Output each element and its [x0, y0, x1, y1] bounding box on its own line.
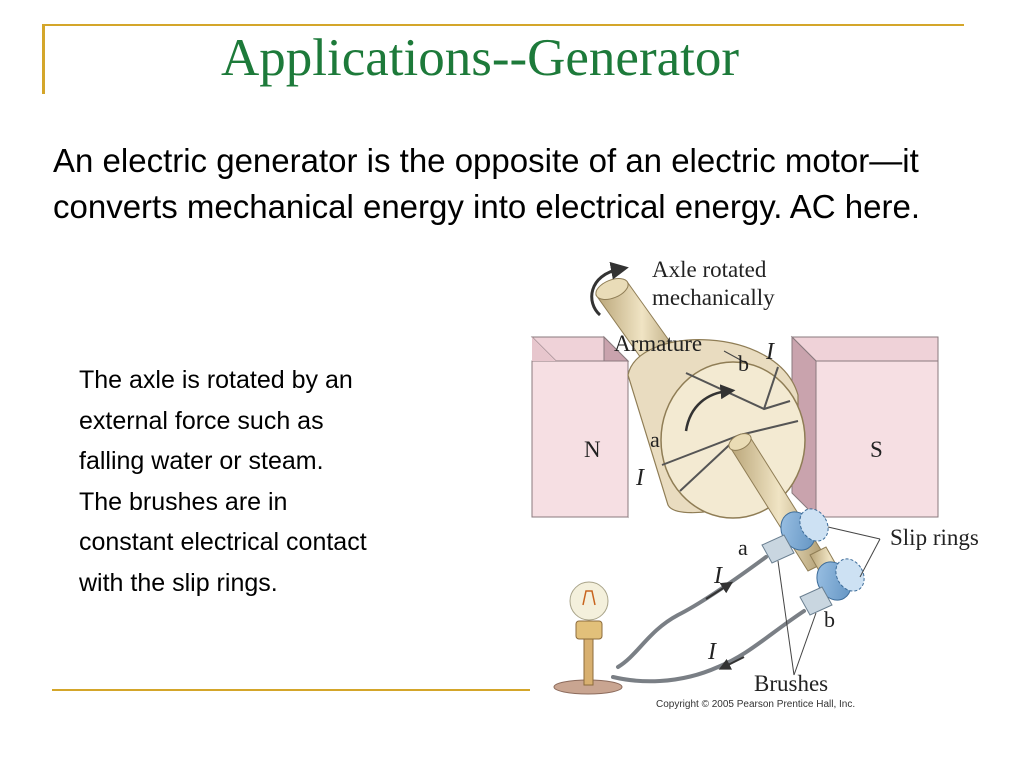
body-line: constant electrical contact — [79, 528, 367, 556]
label-slip-rings: Slip rings — [890, 525, 979, 550]
current-arrow-lower — [718, 656, 745, 670]
axle-rotation-arrow — [590, 261, 629, 317]
label-coil-b: b — [738, 351, 749, 376]
current-arrow-upper — [705, 581, 734, 600]
generator-diagram: Axle rotated mechanically Armature b I N… — [530, 257, 979, 710]
label-south-pole: S — [870, 437, 883, 462]
label-brush-b: b — [824, 607, 835, 632]
body-paragraph: The axle is rotated by an external force… — [79, 360, 499, 603]
label-armature: Armature — [614, 331, 702, 356]
label-brushes: Brushes — [754, 671, 828, 696]
slide-title: Applications--Generator — [220, 29, 740, 87]
circuit-wires — [611, 555, 806, 684]
label-axle-line1: Axle rotated — [652, 257, 767, 282]
label-brush-a: a — [738, 535, 748, 560]
body-line: with the slip rings. — [79, 568, 278, 597]
label-axle-line2: mechanically — [652, 285, 775, 310]
light-bulb — [553, 581, 623, 695]
label-north-pole: N — [584, 437, 601, 462]
leader-lines — [723, 350, 881, 676]
slip-rings — [780, 508, 865, 601]
body-line: The brushes are in — [79, 487, 288, 516]
body-line: The axle is rotated by an — [79, 366, 353, 394]
south-magnet — [790, 335, 939, 519]
label-current-left: I — [635, 465, 645, 491]
left-accent-rule — [42, 24, 45, 94]
top-accent-rule — [42, 24, 964, 26]
north-magnet — [530, 335, 630, 519]
label-coil-a: a — [650, 427, 660, 452]
label-current-top: I — [765, 339, 775, 365]
label-current-upper-wire: I — [713, 563, 723, 589]
bottom-accent-rule — [52, 689, 530, 691]
label-current-lower-wire: I — [707, 639, 717, 665]
copyright-notice: Copyright © 2005 Pearson Prentice Hall, … — [656, 699, 855, 710]
brushes — [761, 534, 833, 616]
intro-paragraph: An electric generator is the opposite of… — [53, 142, 920, 225]
body-line: external force such as — [79, 406, 324, 435]
body-line: falling water or steam. — [79, 447, 324, 475]
